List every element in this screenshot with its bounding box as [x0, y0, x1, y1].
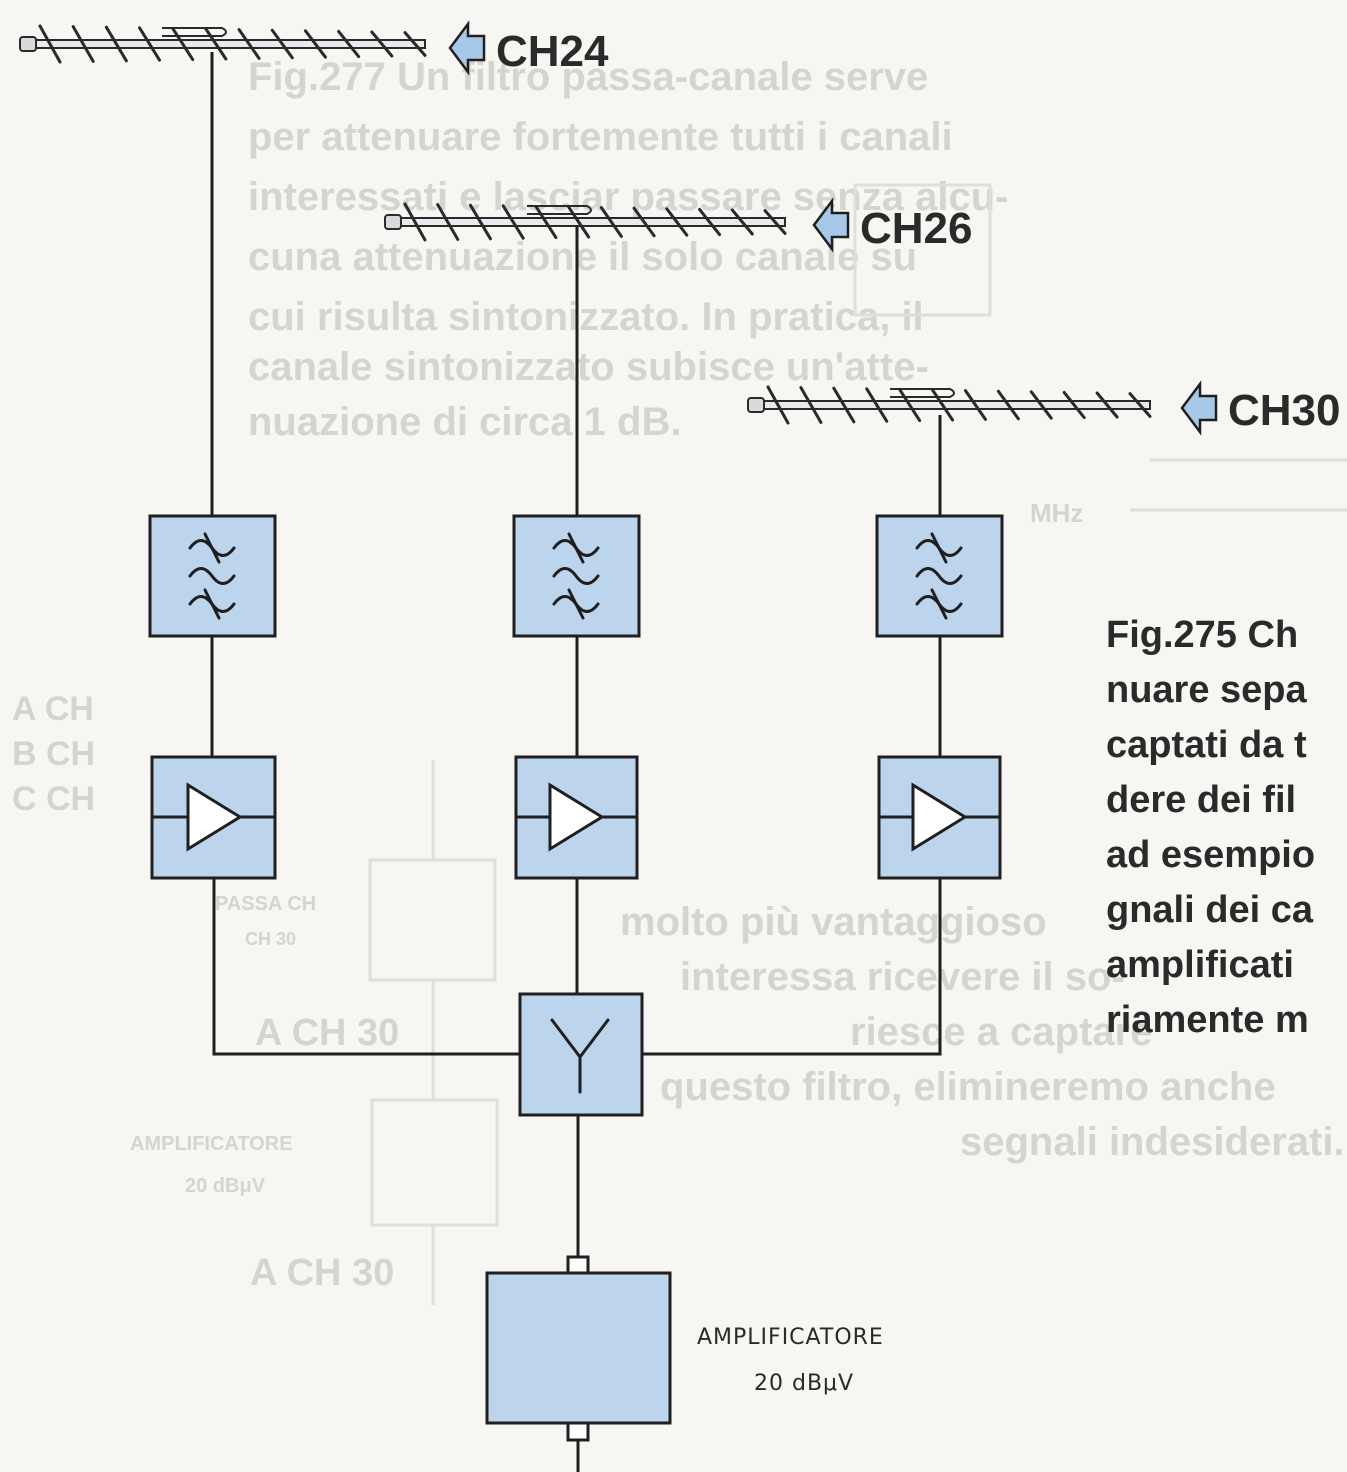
amplifier-block-ch24 — [150, 755, 277, 880]
bleed-label: C CH — [12, 780, 95, 818]
bleed-line: canale sintonizzato subisce un'atte- — [248, 345, 929, 389]
caption-line: nuare sepa — [1106, 669, 1307, 711]
bleed-label: A CH 30 — [250, 1252, 394, 1294]
yagi-antenna-icon — [19, 24, 427, 64]
main-amplifier: AMPLIFICATORE 20 dBμV — [485, 1255, 884, 1442]
channel-label-ch30: CH30 — [1180, 380, 1341, 436]
bleed-line: questo filtro, elimineremo anche — [660, 1065, 1276, 1109]
bleed-label: PASSA CH — [215, 893, 316, 915]
band-pass-filter-icon — [915, 532, 963, 620]
channel-label-text: CH24 — [496, 27, 609, 76]
filter-block-ch30 — [875, 514, 1004, 638]
caption-line: Fig.275 Ch — [1106, 614, 1299, 656]
caption-line: gnali dei ca — [1106, 889, 1313, 931]
triangle-amplifier-icon — [879, 782, 1000, 852]
triangle-amplifier-icon — [516, 782, 637, 852]
yagi-antenna-icon — [384, 202, 787, 242]
bleed-line: Fig.277 Un filtro passa-canale serve — [248, 55, 928, 99]
bleed-line: interessa ricevere il so- — [680, 955, 1125, 999]
bleed-box — [370, 1098, 499, 1227]
left-arrow-icon — [448, 20, 486, 76]
bleed-label: A CH — [12, 690, 94, 728]
bleed-label: B CH — [12, 735, 95, 773]
bleed-label: CH 30 — [245, 929, 296, 949]
filter-block-ch26 — [512, 514, 641, 638]
amplifier-title: AMPLIFICATORE — [697, 1325, 884, 1350]
filter-block-ch24 — [148, 514, 277, 638]
left-arrow-icon — [812, 197, 850, 253]
triangle-amplifier-icon — [152, 782, 275, 852]
combiner-block — [518, 992, 644, 1117]
caption-line: captati da t — [1106, 724, 1307, 766]
wire-ch24-amplifier-to-combiner — [212, 878, 520, 1056]
bleed-label: MHz — [1030, 498, 1083, 528]
band-pass-filter-icon — [188, 532, 236, 620]
y-combiner-icon — [550, 1018, 610, 1094]
bleed-line: riesce a captare — [850, 1010, 1152, 1054]
bleed-label: A CH 30 — [255, 1012, 399, 1054]
bleed-box — [368, 858, 497, 982]
antenna-group — [19, 24, 1152, 425]
caption-line: amplificati — [1106, 944, 1294, 986]
bleed-box — [853, 183, 992, 317]
amplifier-gain: 20 dBμV — [754, 1371, 854, 1396]
channel-label-ch26: CH26 — [812, 197, 973, 253]
channel-label-text: CH30 — [1228, 386, 1341, 435]
bleed-label: 20 dBμV — [185, 1175, 266, 1197]
caption-line: ad esempio — [1106, 834, 1316, 876]
amplifier-block-ch26 — [514, 755, 639, 880]
left-arrow-icon — [1180, 380, 1218, 436]
input-connector — [566, 1255, 590, 1275]
amplifier-block-ch30 — [877, 755, 1002, 880]
bleed-line: cui risulta sintonizzato. In pratica, il — [248, 295, 924, 339]
bleed-line: interessati e lasciar passare senza alcu… — [248, 175, 1008, 219]
bleed-line: nuazione di circa 1 dB. — [248, 400, 681, 444]
bleed-line: cuna attenuazione il solo canale su — [248, 235, 917, 279]
combiner-box — [518, 992, 644, 1117]
main-amplifier-box — [485, 1271, 672, 1425]
wiring — [210, 52, 942, 1472]
bleed-paragraph: Fig.277 Un filtro passa-canale serve per… — [248, 55, 1008, 444]
channel-label-ch24: CH24 — [448, 20, 609, 76]
band-pass-filter-icon — [552, 532, 600, 620]
filter-box — [148, 514, 277, 638]
bleed-label: AMPLIFICATORE — [130, 1133, 293, 1155]
caption-line: dere dei fil — [1106, 779, 1297, 821]
channel-label-text: CH26 — [860, 204, 973, 253]
wire-ch30-amplifier-to-combiner — [642, 878, 942, 1056]
bleed-lower-paragraph: molto più vantaggioso interessa ricevere… — [620, 900, 1345, 1164]
bleed-small-diagram — [368, 183, 1347, 1305]
bleed-line: per attenuare fortemente tutti i canali — [248, 115, 953, 159]
bleed-line: molto più vantaggioso — [620, 900, 1047, 944]
figure-caption: Fig.275 Ch nuare sepa captati da t dere … — [1106, 608, 1347, 1048]
output-connector — [566, 1421, 590, 1442]
yagi-antenna-icon — [747, 385, 1152, 425]
bleed-line: segnali indesiderati. — [960, 1120, 1345, 1164]
caption-line: riamente m — [1106, 999, 1309, 1041]
bleed-through-layer: Fig.277 Un filtro passa-canale serve per… — [12, 55, 1347, 1305]
